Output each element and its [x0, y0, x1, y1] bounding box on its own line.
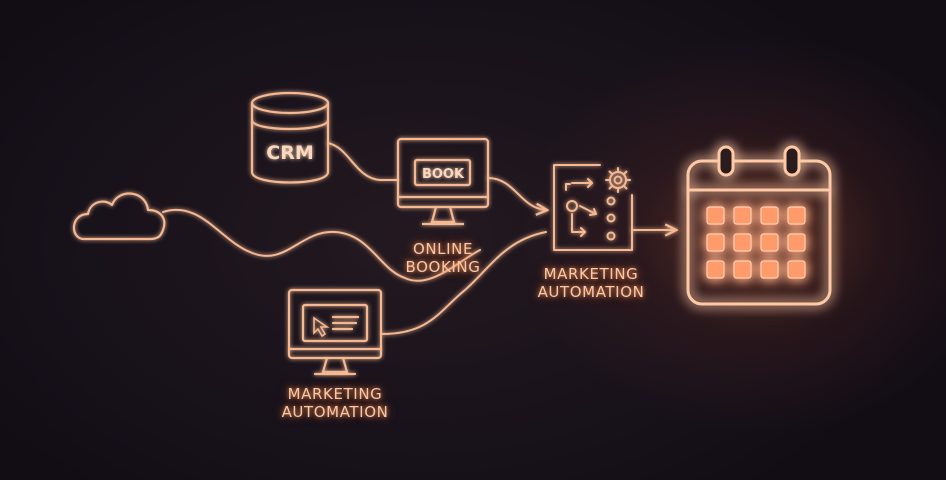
calendar-day-cell — [760, 233, 779, 252]
marketing-automation-bottom-label: MARKETING AUTOMATION — [272, 385, 398, 421]
crm-database-icon — [250, 91, 330, 184]
calendar-day-cell — [787, 233, 806, 252]
calendar-day-cell — [706, 206, 725, 225]
marketing-automation-top-label: MARKETING AUTOMATION — [528, 265, 654, 301]
calendar-icon — [686, 145, 832, 306]
connector-booking-to-automation — [487, 177, 546, 210]
online-booking-label-line1: ONLINE — [412, 240, 474, 258]
campaign-monitor-icon — [287, 288, 383, 376]
connector-screen-to-automation — [381, 231, 547, 335]
marketing-automation-bottom-label-line2: AUTOMATION — [281, 403, 389, 421]
connector-crm-to-booking — [327, 142, 399, 181]
calendar-day-cell — [733, 260, 752, 279]
calendar-day-cell — [706, 260, 725, 279]
cloud-icon — [72, 192, 166, 241]
calendar-day-cell — [733, 233, 752, 252]
booking-monitor-icon — [396, 137, 490, 226]
calendar-day-cell — [787, 260, 806, 279]
online-booking-label-line2: BOOKING — [405, 258, 481, 276]
calendar-day-cell — [787, 206, 806, 225]
booking-icon-text: BOOK — [422, 167, 465, 182]
calendar-day-cell — [733, 206, 752, 225]
marketing-automation-top-label-line2: AUTOMATION — [537, 283, 645, 301]
online-booking-label: ONLINE BOOKING — [392, 240, 494, 276]
marketing-automation-bottom-label-line1: MARKETING — [287, 385, 383, 403]
marketing-automation-top-label-line1: MARKETING — [543, 265, 639, 283]
calendar-day-cell — [760, 206, 779, 225]
calendar-day-cell — [760, 260, 779, 279]
calendar-day-cell — [706, 233, 725, 252]
crm-text: CRM — [266, 142, 313, 164]
workflow-automation-icon — [553, 164, 633, 251]
connector-cloud-to-automation — [162, 208, 481, 282]
